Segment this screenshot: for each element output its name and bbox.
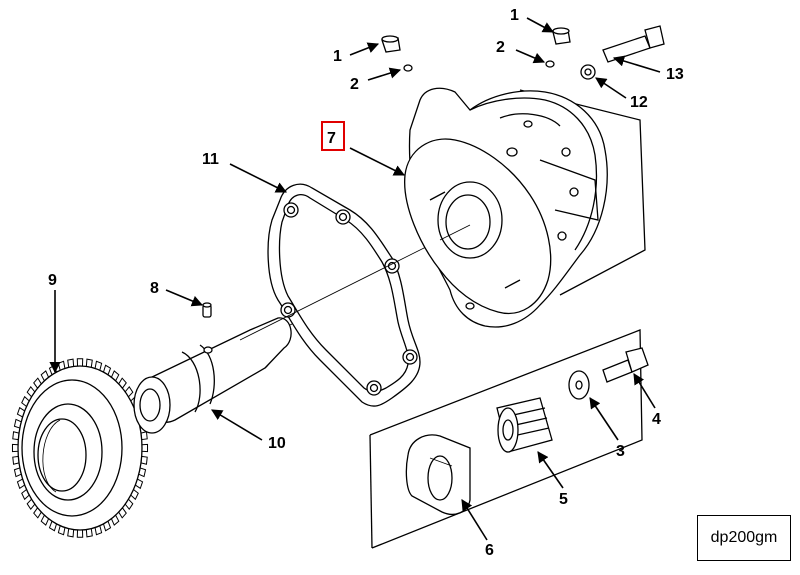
plate-6-drawing [405, 434, 471, 515]
leader-lines [49, 17, 661, 541]
o-ring-2-left-drawing [403, 64, 413, 72]
callout-9: 9 [48, 272, 57, 289]
gear-tooth [76, 358, 84, 367]
callout-7: 7 [327, 130, 336, 147]
housing-7-drawing [404, 87, 646, 328]
callout-4: 4 [652, 411, 661, 428]
pin-8-drawing [202, 302, 212, 318]
callout-12: 12 [630, 94, 648, 111]
callout-2-left: 2 [350, 76, 359, 93]
washer-3-drawing [568, 370, 590, 400]
bolt-13-drawing [602, 25, 665, 63]
callout-13: 13 [666, 66, 684, 83]
bolt-4-drawing [602, 347, 649, 383]
fitting-1-left-drawing [381, 35, 401, 53]
callout-6: 6 [485, 542, 494, 559]
callout-7-highlight-box [321, 121, 345, 151]
document-id-box: dp200gm [697, 515, 791, 561]
spur-gear-5-drawing [496, 397, 553, 453]
gear-tooth [76, 529, 84, 538]
shaft-10-drawing [133, 309, 321, 434]
gear-tooth [141, 443, 149, 453]
washer-12-drawing [580, 64, 596, 80]
fitting-1-right-drawing [552, 27, 571, 45]
o-ring-2-right-drawing [545, 60, 555, 68]
callout-10: 10 [268, 435, 286, 452]
callout-3: 3 [616, 443, 625, 460]
callout-11: 11 [202, 151, 219, 168]
callout-1-right: 1 [510, 7, 519, 24]
document-id-label: dp200gm [710, 529, 778, 546]
callout-8: 8 [150, 280, 159, 297]
gear-tooth [11, 443, 19, 453]
callout-1-left: 1 [333, 48, 342, 65]
gear-9-drawing [11, 358, 149, 538]
callout-5: 5 [559, 491, 568, 508]
callout-2-right: 2 [496, 39, 505, 56]
